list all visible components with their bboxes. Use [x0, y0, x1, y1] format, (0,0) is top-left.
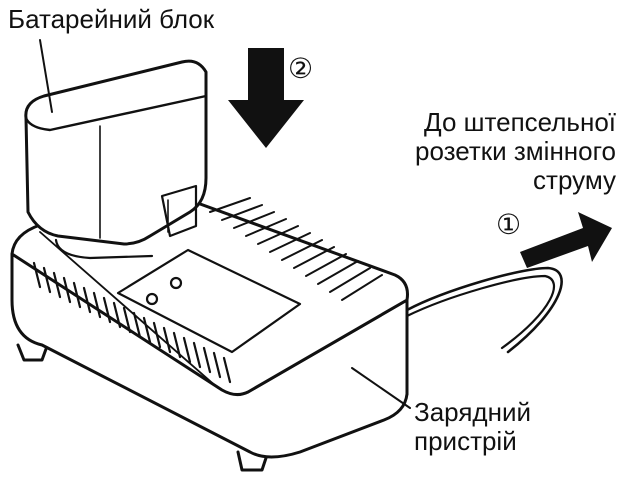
top-grille [209, 197, 383, 301]
down-arrow [228, 48, 304, 148]
indicator-panel [116, 248, 302, 354]
socket-label-line-3: струму [533, 165, 616, 195]
step-1-marker: ① [496, 208, 521, 241]
diagonal-arrow [520, 212, 612, 268]
socket-label-line-2: розетки змінного [414, 136, 616, 166]
charger-label-line-1: Зарядний [414, 397, 531, 427]
battery-pack [24, 59, 208, 246]
power-cord [405, 266, 563, 354]
socket-label-line-1: До штепсельної [424, 107, 616, 137]
step-2-marker: ② [288, 52, 313, 85]
charger-label-line-2: пристрій [414, 426, 517, 456]
battery-leader-line [39, 39, 53, 113]
charger-foot [16, 343, 48, 362]
vent-slots [32, 261, 232, 384]
indicator-lamp [169, 276, 183, 290]
charger-leader-line [351, 367, 411, 409]
socket-label: До штепсельної розетки змінного струму [415, 108, 616, 195]
indicator-lamp [145, 292, 159, 306]
charger-front-face [10, 252, 409, 459]
charger-label: Зарядний пристрій [414, 398, 531, 456]
battery-label: Батарейний блок [8, 4, 215, 34]
